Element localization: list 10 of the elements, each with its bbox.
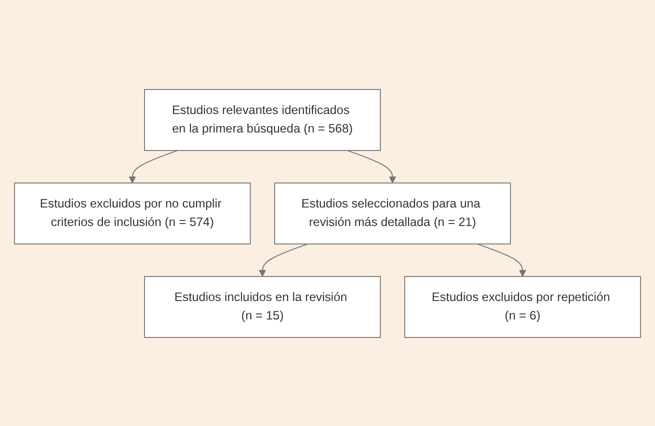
node-box [144, 276, 381, 338]
arrow [258, 242, 308, 276]
node-box [14, 182, 251, 244]
node-box [144, 88, 381, 150]
arrow [346, 150, 396, 183]
arrow [476, 242, 526, 276]
flowchart-drawing: Estudios relevantes identificados en la primera búsqueda (n = 568) Estudios excluidos por no cumplir criterios de inclusión (n = 574) Estudios seleccionados para una revisión más detallada (n = 21) Estudios excluidos por repetición (n = 6) Estudios incluidos en la revisión (n = 15) [8, 82, 647, 344]
node-box [274, 182, 511, 244]
node-box [404, 276, 641, 338]
arrow [128, 150, 178, 183]
